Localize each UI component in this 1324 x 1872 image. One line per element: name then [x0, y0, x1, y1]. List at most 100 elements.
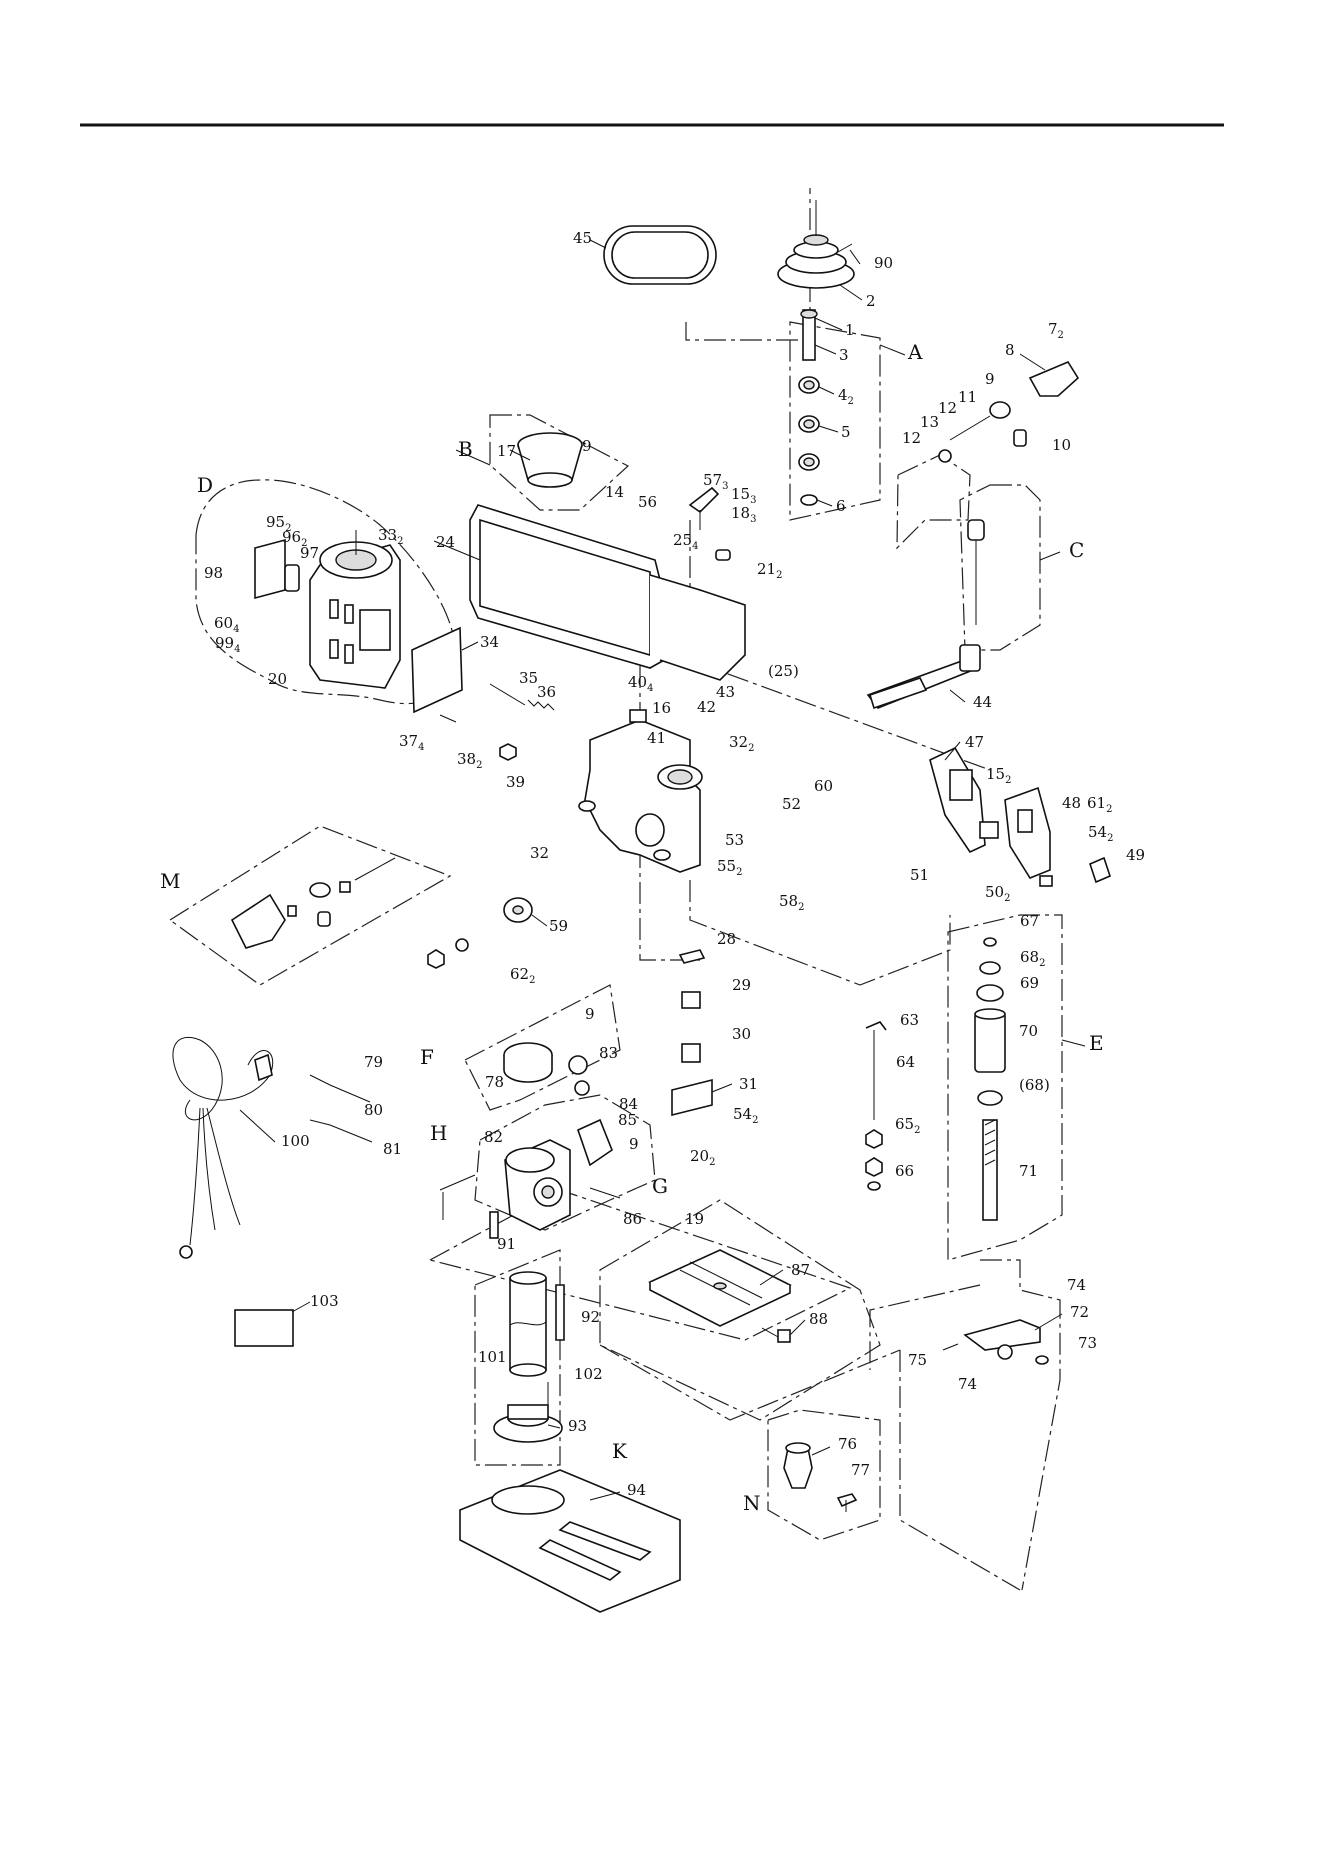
- part-label-p79: 79: [364, 1053, 383, 1071]
- part-label-p9a: 9: [985, 370, 995, 388]
- part-label-p70: 70: [1019, 1022, 1038, 1040]
- part-label-p15a: 153: [731, 485, 756, 506]
- part-label-p69: 69: [1020, 974, 1039, 992]
- part-label-p95: 952: [266, 513, 291, 534]
- part-label-p25a: 254: [673, 531, 698, 552]
- part-label-p102: 102: [574, 1365, 603, 1383]
- part-label-p30: 30: [732, 1025, 751, 1043]
- group-boundaries: [168, 188, 1063, 1591]
- spindle-pulley: [777, 200, 855, 289]
- part-label-p20b: 202: [690, 1147, 715, 1168]
- group-label-gD: D: [197, 473, 213, 497]
- part-label-p82: 82: [484, 1128, 503, 1146]
- part-label-p60a: 604: [214, 614, 239, 635]
- part-label-p80: 80: [364, 1101, 383, 1119]
- drill-chuck: [783, 1442, 858, 1512]
- group-label-gK: K: [612, 1439, 628, 1463]
- quill: [974, 937, 1006, 1221]
- part-label-p71: 71: [1019, 1162, 1038, 1180]
- group-label-gC: C: [1069, 538, 1084, 562]
- part-label-p37: 374: [399, 732, 424, 753]
- part-label-p14: 14: [605, 483, 624, 501]
- part-label-p21: 212: [757, 560, 782, 581]
- part-label-p48: 48: [1062, 794, 1081, 812]
- part-label-p84: 84: [619, 1095, 638, 1113]
- switch-assembly-m: [230, 857, 396, 949]
- part-label-p87: 87: [791, 1261, 810, 1279]
- part-label-p6: 6: [836, 497, 846, 515]
- part-label-p91: 91: [497, 1235, 516, 1253]
- part-label-p77: 77: [851, 1461, 870, 1479]
- group-label-gG: G: [652, 1174, 668, 1198]
- part-label-p93: 93: [568, 1417, 587, 1435]
- part-label-p35: 35: [519, 669, 538, 687]
- motor-pulley: [517, 432, 583, 488]
- part-label-p100: 100: [281, 1132, 310, 1150]
- part-label-p24: 24: [436, 533, 455, 551]
- part-label-p32b: 32: [530, 844, 549, 862]
- part-label-p94: 94: [627, 1481, 646, 1499]
- part-label-p44: 44: [973, 693, 992, 711]
- part-label-p78: 78: [485, 1073, 504, 1091]
- group-label-gH: H: [430, 1121, 447, 1145]
- part-label-p38: 382: [457, 750, 482, 771]
- part-label-p61: 612: [1087, 794, 1112, 815]
- part-label-p74a: 74: [1067, 1276, 1086, 1294]
- part-label-p99: 994: [215, 634, 240, 655]
- part-label-p5: 5: [841, 423, 851, 441]
- part-label-p64: 64: [896, 1053, 915, 1071]
- part-label-p96: 962: [282, 528, 307, 549]
- group-label-gA: A: [907, 340, 923, 364]
- part-label-p58: 582: [779, 892, 804, 913]
- part-label-p50: 502: [985, 883, 1010, 904]
- part-label-p45: 45: [573, 229, 592, 247]
- part-label-p40: 404: [628, 673, 653, 694]
- part-label-p92: 92: [581, 1308, 600, 1326]
- part-label-p8: 8: [1005, 341, 1015, 359]
- column: [509, 1271, 547, 1377]
- part-label-p74b: 74: [958, 1375, 977, 1393]
- work-table: [648, 1249, 792, 1327]
- part-label-p57: 573: [703, 471, 728, 492]
- table-bracket: [504, 1139, 571, 1231]
- part-label-p2: 2: [866, 292, 876, 310]
- group-label-gE: E: [1089, 1031, 1104, 1055]
- part-label-p60b: 60: [814, 777, 833, 795]
- part-label-p49: 49: [1126, 846, 1145, 864]
- part-label-p47: 47: [965, 733, 984, 751]
- part-label-p65: 652: [895, 1115, 920, 1136]
- part-label-p81: 81: [383, 1140, 402, 1158]
- part-label-p97: 97: [300, 544, 319, 562]
- part-label-p7: 72: [1048, 320, 1064, 341]
- part-label-p75: 75: [908, 1351, 927, 1369]
- part-label-p10: 10: [1052, 436, 1071, 454]
- part-label-p28: 28: [717, 930, 736, 948]
- group-label-gF: F: [420, 1045, 434, 1069]
- part-label-p55: 552: [717, 857, 742, 878]
- switch-box: [929, 746, 1111, 887]
- power-cord: [172, 1036, 274, 1259]
- part-label-p33: 332: [378, 526, 403, 547]
- part-label-p76: 76: [838, 1435, 857, 1453]
- part-label-p15b: 152: [986, 765, 1011, 786]
- motor: [309, 530, 401, 689]
- part-label-p11: 11: [958, 388, 977, 406]
- part-label-p101: 101: [478, 1348, 507, 1366]
- part-label-p1: 1: [845, 321, 855, 339]
- group-label-gB: B: [458, 437, 473, 461]
- part-label-p39: 39: [506, 773, 525, 791]
- part-label-p3: 3: [839, 346, 849, 364]
- part-label-p86: 86: [623, 1210, 642, 1228]
- part-label-p67: 67: [1020, 912, 1039, 930]
- base: [459, 1469, 681, 1613]
- part-label-p36: 36: [537, 683, 556, 701]
- part-label-p25b: (25): [768, 662, 799, 680]
- part-label-p98: 98: [204, 564, 223, 582]
- part-label-p62: 622: [510, 965, 535, 986]
- part-label-p16: 16: [652, 699, 671, 717]
- part-label-p19: 19: [685, 1210, 704, 1228]
- part-label-p29: 29: [732, 976, 751, 994]
- part-label-p56: 56: [638, 493, 657, 511]
- part-label-p9d: 9: [629, 1135, 639, 1153]
